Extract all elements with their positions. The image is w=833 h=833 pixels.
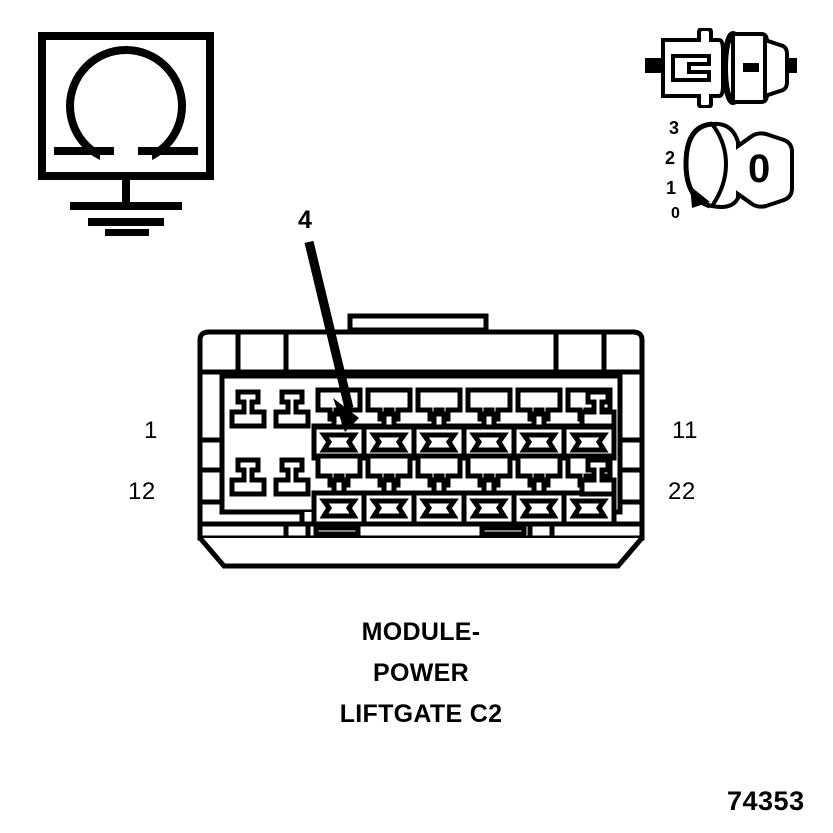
pin-label-bottom-right: 22 — [668, 478, 696, 505]
cavity-top-large-2 — [361, 387, 417, 461]
cavity-top-small-right — [579, 389, 617, 429]
cavity-bottom-large-3 — [411, 453, 467, 527]
pin-label-top-right: 11 — [672, 417, 698, 444]
key-position-2: 2 — [665, 148, 675, 168]
key-position-3: 3 — [669, 118, 679, 138]
cavity-top-large-4 — [461, 387, 517, 461]
callout-number-4: 4 — [298, 206, 312, 234]
cavity-bottom-small-right — [579, 457, 617, 497]
cavity-right-small — [190, 310, 652, 578]
key-position-0: 0 — [671, 205, 680, 222]
callout-arrow-head-overlay — [295, 232, 375, 442]
key-position-1: 1 — [666, 178, 676, 198]
cavity-bottom-large-5 — [511, 453, 567, 527]
key-head-label: 0 — [748, 147, 770, 191]
connector-caption: MODULE- POWER LIFTGATE C2 — [206, 612, 636, 735]
cavity-bottom-small-1 — [229, 457, 267, 497]
cavity-bottom-small-2 — [273, 457, 311, 497]
cavity-top-small-1 — [229, 389, 267, 429]
ohmmeter-ground-symbol — [38, 32, 214, 228]
ignition-key-symbol: 3 2 1 0 0 — [660, 112, 810, 232]
cavity-bottom-large-1 — [311, 453, 367, 527]
cavity-top-small-2 — [273, 389, 311, 429]
connector-disconnect-symbol — [645, 27, 797, 109]
pin-label-top-left: 1 — [144, 417, 158, 444]
cavity-top-large-1 — [311, 387, 367, 461]
pin-label-bottom-left: 12 — [128, 478, 156, 505]
cavity-bottom-large-4 — [461, 453, 517, 527]
caption-line-1: MODULE- — [361, 618, 481, 646]
cavity-top-large-5 — [511, 387, 567, 461]
figure-number: 74353 — [727, 786, 805, 816]
cavity-grid — [190, 310, 652, 578]
ground-bar-short — [105, 229, 149, 236]
caption-line-3: LIFTGATE C2 — [339, 700, 503, 728]
caption-line-2: POWER — [373, 659, 469, 687]
